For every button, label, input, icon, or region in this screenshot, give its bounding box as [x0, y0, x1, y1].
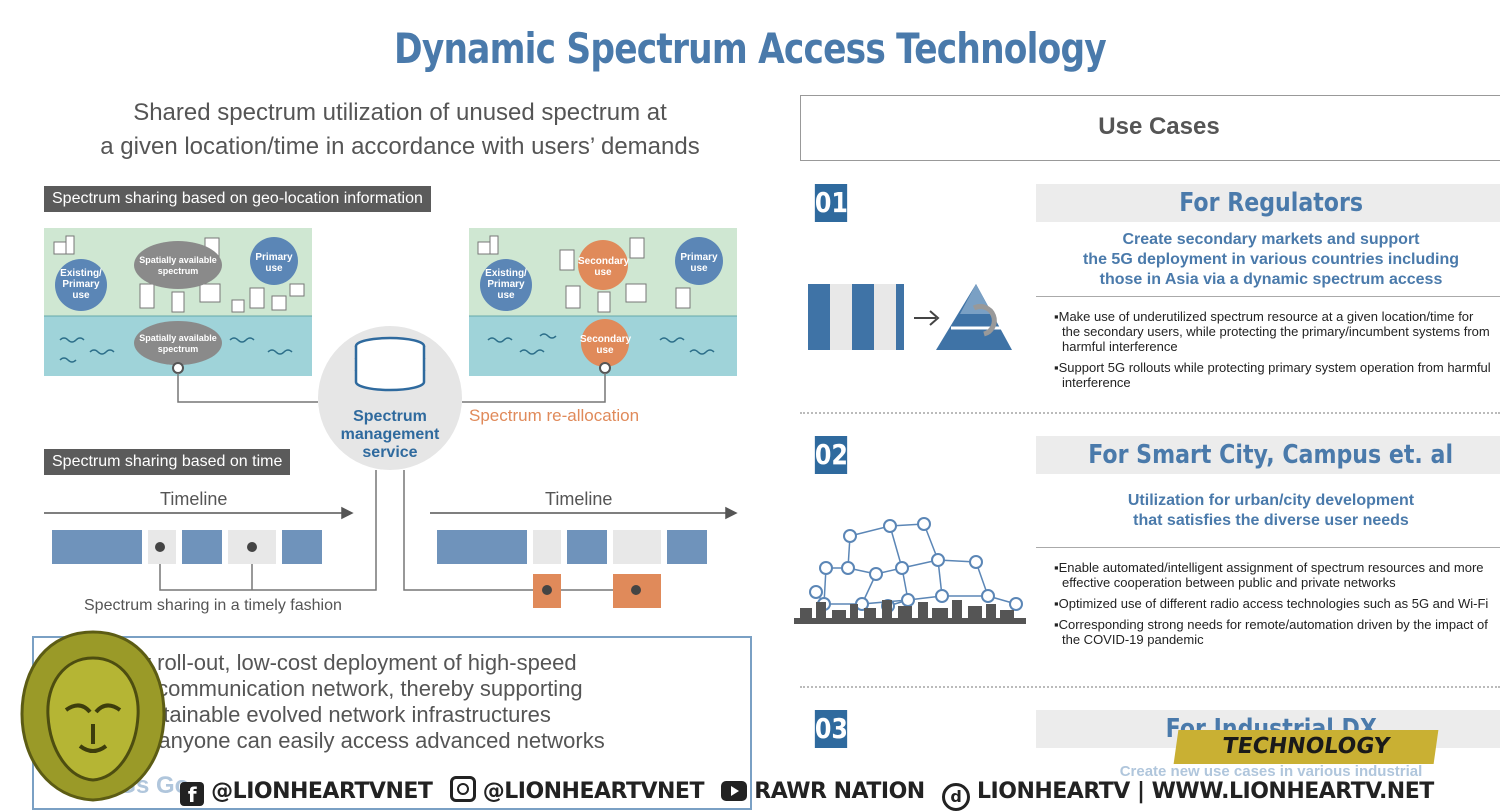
use-case-02-heading: For Smart City, Campus et. al: [1036, 436, 1500, 474]
use-case-01-heading: For Regulators: [1036, 184, 1500, 222]
divider-1: [800, 412, 1500, 414]
use-cases-header-box: [800, 95, 1500, 161]
pyramid-icon: [936, 284, 1012, 350]
right-primary-circle: [675, 237, 723, 285]
right-existing-circle: [480, 259, 532, 311]
subtitle-line-2: a given location/time in accordance with…: [100, 133, 700, 160]
left-timeline-blocks: [52, 530, 322, 564]
facebook-handle[interactable]: @LIONHEARTVNET: [211, 779, 433, 804]
use-case-01-number: 01: [814, 184, 848, 222]
instagram-icon: [449, 776, 476, 802]
left-primary-circle: [250, 237, 298, 285]
use-case-02-number: 02: [814, 436, 848, 474]
divider-2: [800, 686, 1500, 688]
left-existing-circle: [55, 259, 107, 311]
summary-text: y roll-out, low-cost deployment of high-…: [140, 650, 605, 753]
use-case-01-bullets: ▪Make use of underutilized spectrum reso…: [1054, 309, 1491, 390]
right-secondary-top: [578, 240, 628, 290]
smart-city-illustration: [794, 517, 1026, 624]
use-case-01-separator: [1036, 296, 1500, 297]
use-cases-title: Use Cases: [1098, 113, 1220, 140]
left-map: [44, 228, 312, 376]
database-icon: [354, 336, 426, 392]
facebook-icon: f: [180, 782, 204, 807]
right-secondary-water: [581, 319, 629, 367]
use-case-02-separator: [1036, 547, 1500, 548]
youtube-icon: [721, 781, 748, 801]
subtitle-line-1: Shared spectrum utilization of unused sp…: [133, 99, 667, 126]
page-title: Dynamic Spectrum Access Technology: [394, 24, 1107, 73]
right-timeline-blocks: [437, 530, 707, 608]
spectrum-diagram: [44, 228, 738, 608]
timely-label: Spectrum sharing in a timely fashion: [84, 597, 342, 614]
timeline-right-label: Timeline: [545, 489, 613, 509]
use-case-02-subtitle: Utilization for urban/city development t…: [1127, 492, 1415, 529]
timeline-arrows: [44, 506, 738, 520]
management-circle: [318, 326, 462, 470]
subtitle: Shared spectrum utilization of unused sp…: [30, 96, 770, 164]
technology-badge: TECHNOLOGY: [1173, 730, 1439, 764]
left-spatial-top: [134, 241, 222, 289]
youtube-channel[interactable]: RAWR NATION: [754, 779, 925, 804]
d-logo-icon: d: [941, 783, 970, 811]
left-waves: [59, 337, 293, 363]
timeline-left-label: Timeline: [160, 489, 228, 509]
social-footer: f @LIONHEARTVNET @LIONHEARTVNET RAWR NAT…: [180, 776, 1434, 811]
regulators-illustration: [808, 284, 1012, 350]
management-service-label: Spectrum management service: [340, 408, 440, 461]
right-map: [469, 228, 737, 376]
right-buildings: [477, 235, 691, 313]
use-case-03-number: 03: [814, 710, 848, 748]
time-sharing-label: Spectrum sharing based on time: [44, 449, 291, 475]
arrow-right-icon: [914, 310, 940, 326]
geo-sharing-label: Spectrum sharing based on geo-location i…: [44, 186, 431, 212]
right-waves: [487, 333, 715, 355]
website-link[interactable]: LIONHEARTV | WWW.LIONHEARTV.NET: [977, 779, 1434, 804]
use-case-02-bullets: ▪Enable automated/intelligent assignment…: [1054, 560, 1489, 647]
reallocation-label: Spectrum re-allocation: [469, 406, 640, 425]
left-spatial-water: [134, 321, 222, 365]
city-skyline: [794, 600, 1026, 624]
instagram-handle[interactable]: @LIONHEARTVNET: [482, 779, 705, 804]
use-case-03-subtitle: Create new use cases in various industri…: [1119, 763, 1423, 780]
lion-logo-icon: [20, 630, 166, 802]
use-case-01-subtitle: Create secondary markets and support the…: [1082, 231, 1460, 288]
